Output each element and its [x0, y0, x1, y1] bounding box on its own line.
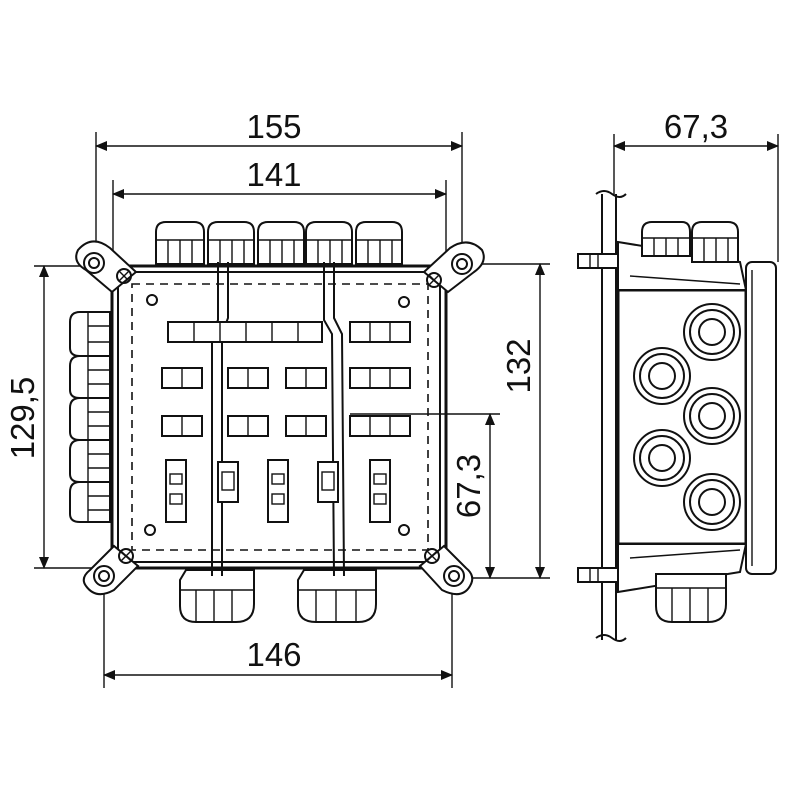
terminal-icon: [267, 459, 289, 523]
gland-icon: [683, 303, 741, 361]
terminal-icon: [369, 459, 391, 523]
screw-icon: [116, 268, 132, 284]
dim-mid-height: 67,3: [450, 454, 487, 518]
mounting-ear-top-left: [75, 240, 138, 294]
lid-dashed-outline: [131, 283, 429, 551]
bolt-icon: [83, 252, 105, 274]
bottom-glands: [179, 569, 377, 623]
box-outer-body: [110, 264, 448, 570]
gland-icon: [683, 473, 741, 531]
gland-icon: [355, 221, 403, 265]
mounting-ear-bottom-right: [418, 544, 474, 596]
terminal-icon: [349, 321, 411, 343]
gland-icon: [155, 221, 205, 265]
dim-top-outer-width: 155: [246, 108, 301, 145]
gland-icon: [69, 355, 111, 399]
terminal-icon: [317, 461, 339, 503]
side-view: 67,3: [577, 108, 779, 642]
terminal-icon: [165, 459, 187, 523]
gland-icon: [633, 429, 691, 487]
gland-icon: [633, 347, 691, 405]
screw-icon: [424, 548, 440, 564]
bolt-icon: [451, 253, 473, 275]
terminal-icon: [349, 367, 411, 389]
gland-icon: [655, 573, 727, 623]
dim-right-height: 132: [500, 338, 537, 393]
terminal-icon: [217, 461, 239, 503]
gland-icon: [207, 221, 255, 265]
gland-icon: [179, 569, 255, 623]
box-inner-border: [117, 271, 441, 563]
gland-icon: [297, 569, 377, 623]
screw-icon: [426, 272, 442, 288]
gland-icon: [305, 221, 353, 265]
gland-icon: [691, 221, 739, 263]
gland-icon: [69, 439, 111, 483]
gland-icon: [641, 221, 691, 257]
gland-icon: [69, 311, 111, 357]
terminal-blocks: [161, 321, 411, 523]
front-view: 155 141 146 129,5 132 67,3: [4, 108, 550, 688]
dim-top-inner-width: 141: [246, 156, 301, 193]
lid-screws: [144, 294, 410, 536]
bolt-icon: [93, 565, 115, 587]
side-lid: [745, 261, 777, 575]
mounting-ear-top-right: [422, 241, 485, 294]
dim-side-depth: 67,3: [664, 108, 728, 145]
dimension-lines-front: [39, 141, 545, 680]
screw-icon: [118, 548, 134, 564]
terminal-icon: [167, 321, 323, 343]
left-glands: [69, 311, 111, 523]
terminal-icon: [349, 415, 411, 437]
gland-icon: [69, 481, 111, 523]
dim-bottom-width: 146: [246, 636, 301, 673]
side-round-glands: [633, 303, 741, 531]
dim-left-height: 129,5: [4, 377, 41, 460]
mounting-ear-bottom-left: [82, 544, 140, 596]
gland-icon: [683, 387, 741, 445]
gland-icon: [257, 221, 305, 265]
gland-icon: [69, 397, 111, 441]
top-glands: [155, 221, 403, 265]
bolt-icon: [443, 565, 465, 587]
